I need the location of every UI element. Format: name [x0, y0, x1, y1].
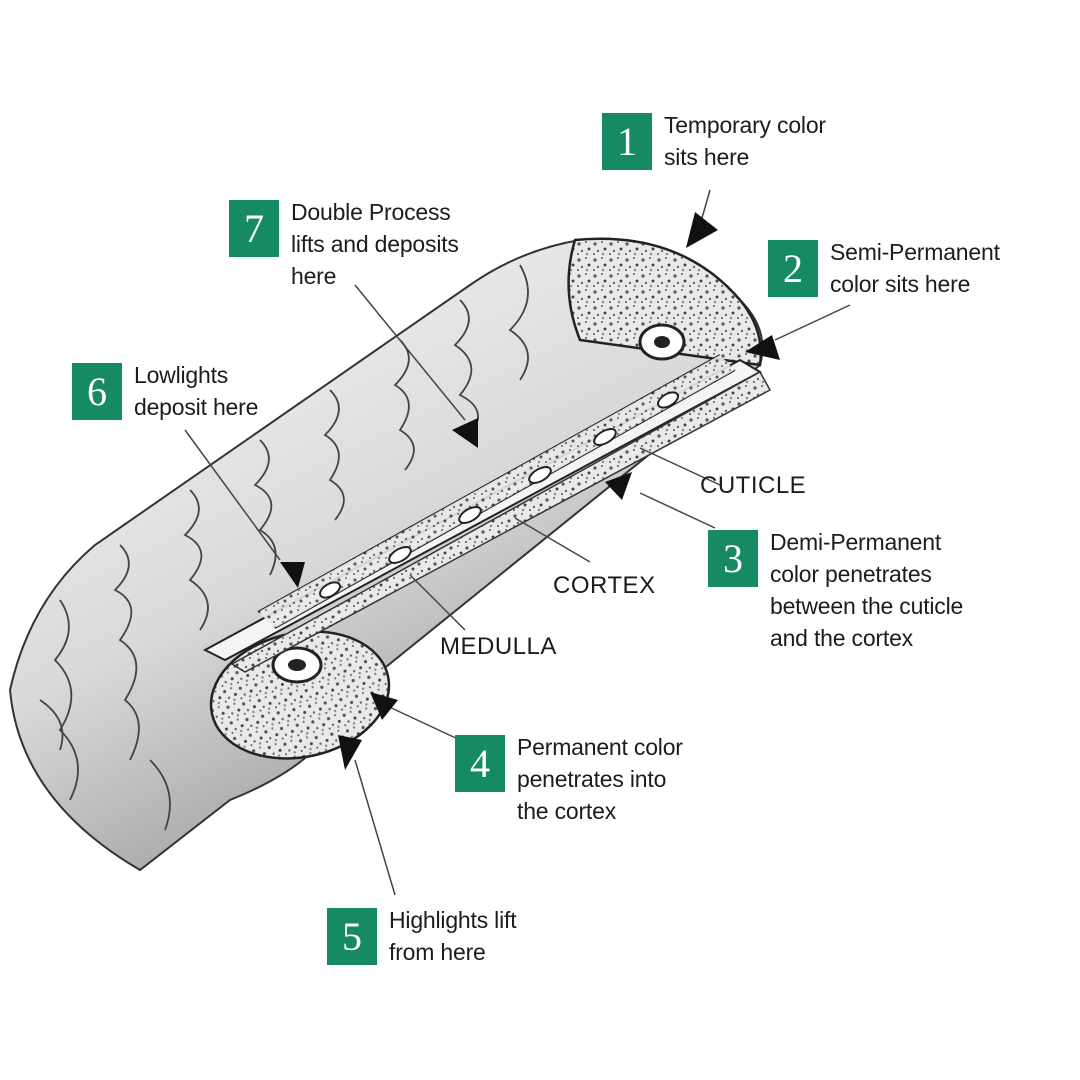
hair-shaft — [8, 237, 772, 872]
callout-1-text: Temporary color sits here — [664, 109, 826, 173]
badge-6: 6 — [72, 363, 122, 420]
callout-1: 1 Temporary color sits here — [602, 112, 826, 173]
callout-line: Semi-Permanent — [830, 239, 1000, 265]
callout-4: 4 Permanent color penetrates into the co… — [455, 734, 683, 827]
callout-2-text: Semi-Permanent color sits here — [830, 236, 1000, 300]
callout-6-text: Lowlights deposit here — [134, 359, 258, 423]
callout-line: Lowlights — [134, 362, 229, 388]
callout-line: here — [291, 263, 337, 289]
badge-4: 4 — [455, 735, 505, 792]
badge-3: 3 — [708, 530, 758, 587]
callout-5: 5 Highlights lift from here — [327, 907, 517, 968]
leader-lines — [184, 189, 851, 896]
callout-7: 7 Double Process lifts and deposits here — [229, 199, 459, 292]
callout-line: Double Process — [291, 199, 451, 225]
callout-6: 6 Lowlights deposit here — [72, 362, 258, 423]
callout-line: from here — [389, 939, 486, 965]
callout-line: lifts and deposits — [291, 231, 459, 257]
callout-line: the cortex — [517, 798, 616, 824]
callout-line: deposit here — [134, 394, 259, 420]
badge-2: 2 — [768, 240, 818, 297]
callout-line: Highlights lift — [389, 907, 517, 933]
cuticle-label: CUTICLE — [700, 472, 807, 499]
callout-5-text: Highlights lift from here — [389, 904, 517, 968]
callout-line: between the cuticle — [770, 593, 964, 619]
callout-line: sits here — [664, 144, 750, 170]
callout-line: color penetrates — [770, 561, 932, 587]
callout-2: 2 Semi-Permanent color sits here — [768, 239, 1000, 300]
medulla-label: MEDULLA — [440, 633, 557, 660]
callout-line: penetrates into — [517, 766, 667, 792]
cortex-label: CORTEX — [553, 572, 656, 599]
callout-4-text: Permanent color penetrates into the cort… — [517, 731, 683, 827]
callout-line: and the cortex — [770, 625, 913, 651]
callout-line: Demi-Permanent — [770, 529, 942, 555]
badge-1: 1 — [602, 113, 652, 170]
callout-3-text: Demi-Permanent color penetrates between … — [770, 526, 963, 654]
arrowheads — [280, 212, 780, 770]
callout-line: Temporary color — [664, 112, 826, 138]
callout-3: 3 Demi-Permanent color penetrates betwee… — [708, 529, 963, 654]
badge-7: 7 — [229, 200, 279, 257]
callout-7-text: Double Process lifts and deposits here — [291, 196, 459, 292]
callout-line: color sits here — [830, 271, 971, 297]
badge-5: 5 — [327, 908, 377, 965]
callout-line: Permanent color — [517, 734, 683, 760]
